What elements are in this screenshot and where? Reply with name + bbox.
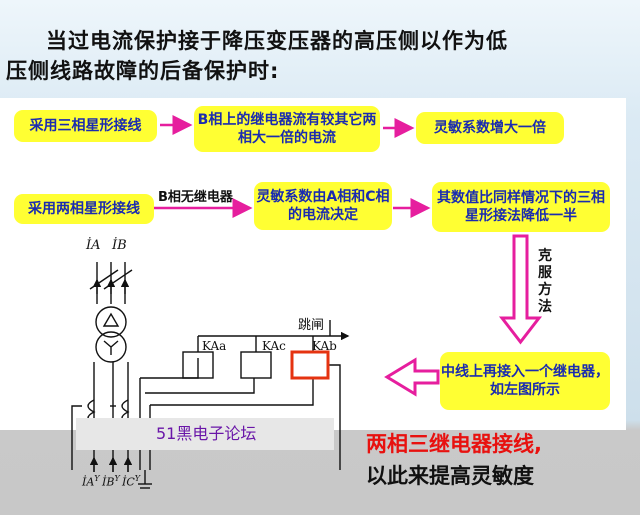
solution-left-arrow bbox=[384, 357, 440, 397]
box-sensitivity-double: 灵敏系数增大一倍 bbox=[416, 112, 564, 144]
conclusion-text: 两相三继电器接线, 以此来提高灵敏度 bbox=[366, 428, 626, 492]
conclusion-line-2: 以此来提高灵敏度 bbox=[366, 464, 534, 488]
current-b-bottom-label: İBY bbox=[102, 474, 120, 489]
relay-kab-highlight bbox=[290, 350, 330, 380]
relay-kac-label: KAc bbox=[262, 339, 286, 353]
heading-line-1: 当过电流保护接于降压变压器的高压侧以作为低 bbox=[46, 29, 508, 53]
box-b-phase-current: B相上的继电器流有较其它两相大一倍的电流 bbox=[194, 106, 380, 152]
circuit-drawing bbox=[71, 262, 350, 489]
diagram-canvas bbox=[71, 115, 543, 489]
relay-kab-label: KAb bbox=[312, 339, 337, 353]
slide-heading: 当过电流保护接于降压变压器的高压侧以作为低 压侧线路故障的后备保护时: bbox=[6, 26, 636, 86]
current-a-top-label: İA bbox=[86, 238, 101, 253]
conclusion-line-1: 两相三继电器接线, bbox=[366, 432, 542, 456]
box-two-phase-star: 采用两相星形接线 bbox=[14, 194, 154, 224]
relay-kaa-label: KAa bbox=[202, 339, 227, 353]
trip-label: 跳闸 bbox=[298, 318, 325, 333]
overcome-down-arrow bbox=[498, 234, 543, 345]
current-a-bottom-label: İAY bbox=[82, 474, 100, 489]
current-b-top-label: İB bbox=[112, 238, 127, 253]
box-sensitivity-halved: 其数值比同样情况下的三相星形接法降低一半 bbox=[432, 182, 610, 232]
overcome-method-label: 克服方法 bbox=[538, 248, 552, 315]
box-add-neutral-relay: 中线上再接入一个继电器，如左图所示 bbox=[440, 352, 610, 410]
edge-label-no-b-relay: B相无继电器 bbox=[158, 190, 233, 205]
forum-watermark: 51黑电子论坛 bbox=[76, 418, 334, 450]
box-sensitivity-ac: 灵敏系数由A相和C相的电流决定 bbox=[254, 182, 392, 230]
box-three-phase-star: 采用三相星形接线 bbox=[14, 110, 157, 142]
heading-line-2: 压侧线路故障的后备保护时: bbox=[6, 59, 280, 83]
current-c-bottom-label: İCY bbox=[122, 474, 141, 489]
